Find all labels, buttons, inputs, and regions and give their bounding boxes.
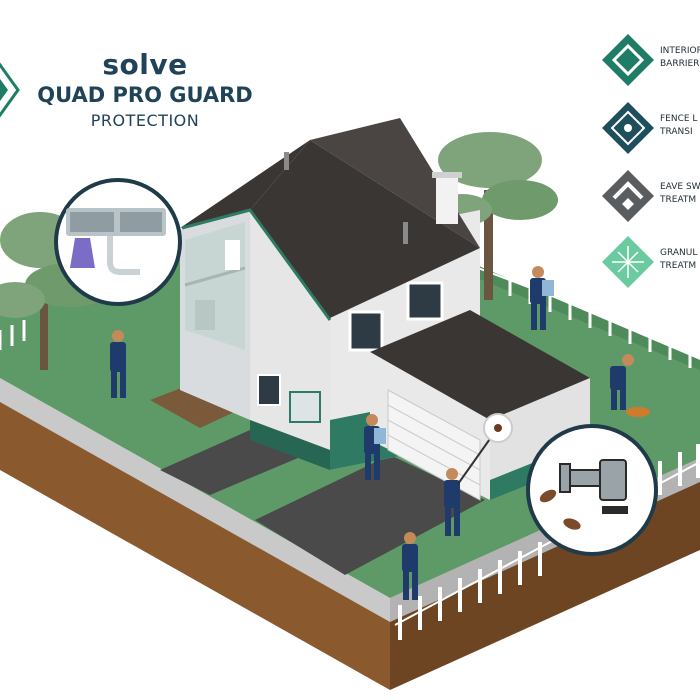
- technician: [444, 435, 493, 536]
- brand-product: QUAD PRO GUARD: [37, 83, 253, 107]
- legend-label-line2: TREATM: [660, 195, 697, 205]
- roof-diamond-icon: [602, 170, 654, 222]
- legend-label-line2: TRANSI: [660, 127, 693, 137]
- technician: [402, 532, 418, 600]
- legend-label-line1: EAVE SW: [660, 182, 700, 192]
- brand-subtitle: PROTECTION: [90, 111, 200, 130]
- sink-callout: [54, 178, 182, 306]
- ground-base: [0, 378, 700, 690]
- legend-label-line1: GRANUL: [660, 248, 698, 258]
- legend-item-interior-barrier: INTERIOR BARRIER: [600, 32, 700, 92]
- driveway: [255, 455, 485, 575]
- legend-label-line1: INTERIOR: [660, 46, 700, 56]
- legend-item-granular: GRANUL TREATM: [600, 234, 700, 294]
- technician: [110, 330, 126, 398]
- diamond-icon: [602, 34, 654, 86]
- legend-label-line2: BARRIER: [660, 59, 700, 69]
- technician: [610, 354, 650, 417]
- brand-name: solve: [102, 48, 188, 81]
- technician: [530, 266, 554, 330]
- technician: [364, 414, 386, 480]
- legend-label-line2: TREATM: [660, 261, 697, 271]
- grid-diamond-icon: [602, 236, 654, 288]
- spider-callout: [483, 413, 513, 443]
- treatment-legend: INTERIOR BARRIER FENCE L TRANSI EAVE SW …: [600, 0, 700, 700]
- diamond-pattern-icon: [602, 102, 654, 154]
- logo-mark: [0, 62, 20, 118]
- brand-block: solve QUAD PRO GUARD PROTECTION: [30, 48, 260, 130]
- legend-label-line1: FENCE L: [660, 114, 698, 124]
- legend-item-fence-line: FENCE L TRANSI: [600, 100, 700, 160]
- faucet-callout: [526, 424, 658, 556]
- legend-item-eave-sweep: EAVE SW TREATM: [600, 168, 700, 228]
